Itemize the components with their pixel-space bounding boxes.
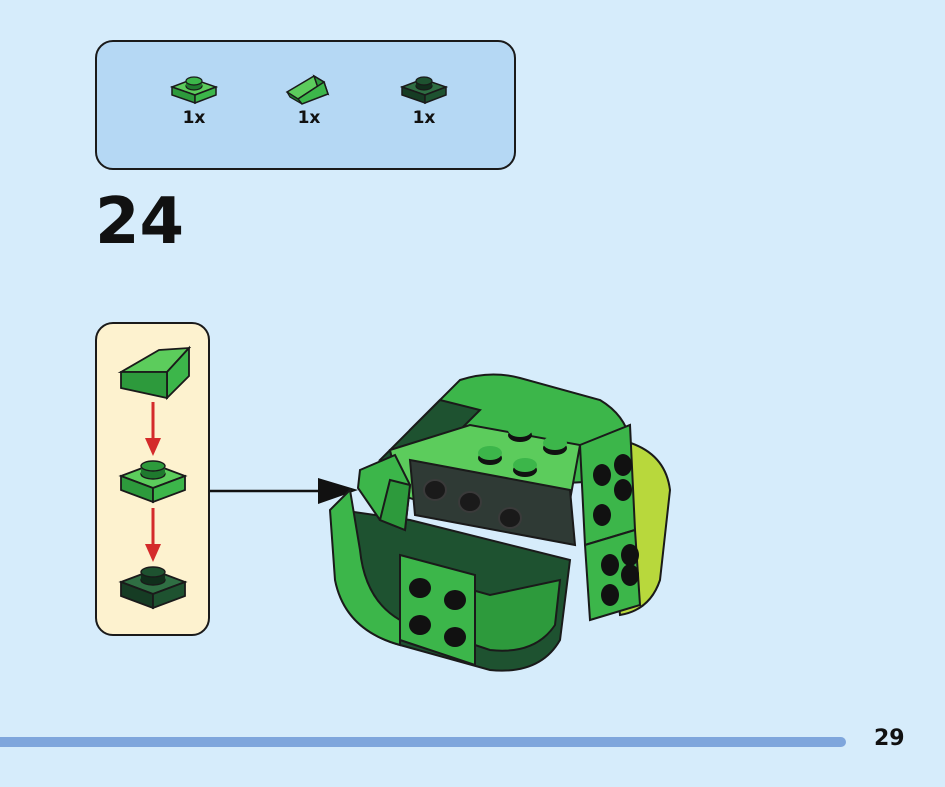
progress-bar bbox=[0, 737, 846, 747]
red-arrow-down-icon bbox=[145, 544, 161, 562]
parts-list-box: 1x 1x 1x bbox=[95, 40, 516, 170]
part-quantity: 1x bbox=[412, 108, 436, 128]
dark-green-plate-1x1-icon bbox=[118, 566, 188, 610]
part-item: 1x bbox=[274, 72, 344, 128]
dark-green-plate-1x1-icon bbox=[399, 76, 449, 105]
green-plate-1x1-icon bbox=[169, 76, 219, 105]
step-number: 24 bbox=[95, 185, 185, 259]
page-number: 29 bbox=[874, 726, 905, 751]
red-arrow-down-icon bbox=[145, 438, 161, 456]
green-slope-brick-icon bbox=[117, 345, 192, 401]
model-assembly-illustration bbox=[328, 373, 672, 672]
green-slope-brick-icon bbox=[285, 74, 330, 105]
placement-arrow-icon bbox=[210, 478, 358, 504]
subassembly-diagram bbox=[117, 345, 192, 610]
part-quantity: 1x bbox=[182, 108, 206, 128]
part-item: 1x bbox=[159, 72, 229, 128]
subassembly-box bbox=[95, 322, 210, 636]
green-plate-1x1-icon bbox=[118, 460, 188, 504]
part-item: 1x bbox=[389, 72, 459, 128]
part-quantity: 1x bbox=[297, 108, 321, 128]
